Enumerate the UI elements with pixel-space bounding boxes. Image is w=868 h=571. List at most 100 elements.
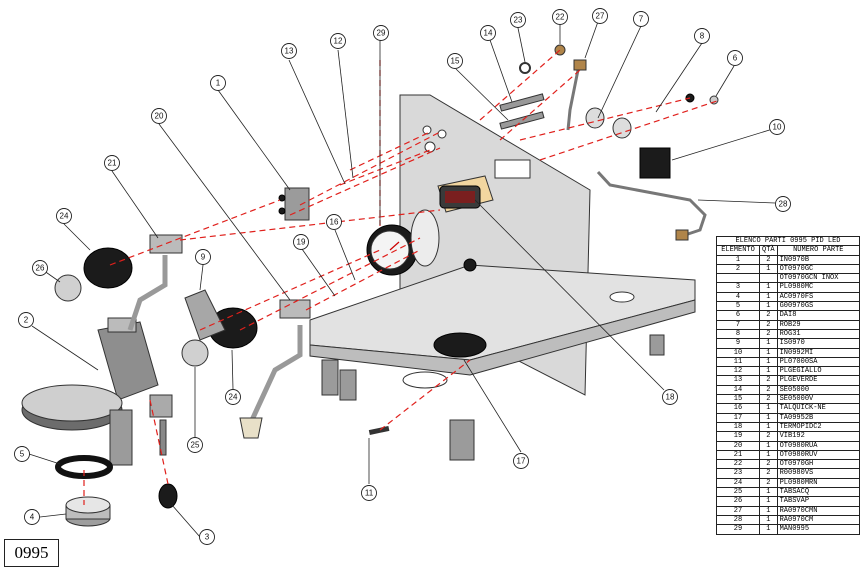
svg-text:27: 27 xyxy=(596,12,605,21)
row-qty: 1 xyxy=(759,301,778,312)
column-header-qty: QTÀ xyxy=(759,245,778,256)
svg-text:12: 12 xyxy=(334,37,343,46)
parts-table-title: ELENCO PARTI 0995 PID LED xyxy=(716,235,860,247)
row-element: 15 xyxy=(716,394,760,405)
row-element: 21 xyxy=(716,449,760,461)
callout-26: 26 xyxy=(32,260,48,276)
row-part-number: SE05000 xyxy=(776,384,861,396)
row-element: 4 xyxy=(716,291,760,303)
callout-9: 9 xyxy=(195,249,211,265)
row-element: 3 xyxy=(716,282,760,293)
row-element: 5 xyxy=(716,301,760,312)
row-element: 24 xyxy=(716,477,760,489)
model-code-label: 0995 xyxy=(4,539,59,567)
row-part-number: G00970GS xyxy=(776,301,861,312)
row-qty: 2 xyxy=(759,319,778,330)
row-part-number: IN0992MI xyxy=(776,347,861,358)
row-qty: 1 xyxy=(759,291,778,303)
row-part-number: AC0970FS xyxy=(776,291,861,303)
row-qty: 2 xyxy=(759,394,778,405)
row-element: 2 xyxy=(716,263,760,275)
row-element xyxy=(716,273,760,284)
svg-text:22: 22 xyxy=(556,13,565,22)
svg-text:5: 5 xyxy=(20,450,25,459)
row-element: 14 xyxy=(716,384,760,396)
row-element: 28 xyxy=(716,514,760,526)
row-part-number: IS0970 xyxy=(776,338,861,349)
callout-21: 21 xyxy=(104,155,120,171)
svg-text:24: 24 xyxy=(229,393,238,402)
svg-text:11: 11 xyxy=(365,489,374,498)
row-part-number: MAN0995 xyxy=(776,524,861,535)
row-element: 1 xyxy=(716,254,760,265)
svg-text:18: 18 xyxy=(666,393,675,402)
row-part-number: TABSVAP xyxy=(776,496,861,507)
row-part-number: PLGEGIALLO xyxy=(776,366,861,377)
svg-text:2: 2 xyxy=(24,316,29,325)
row-qty: 1 xyxy=(759,505,778,516)
row-qty: 1 xyxy=(759,412,778,423)
row-qty: 2 xyxy=(759,310,778,321)
row-qty: 2 xyxy=(759,384,778,396)
row-part-number: PLGEVERDE xyxy=(776,375,861,386)
row-element: 23 xyxy=(716,468,760,479)
svg-text:15: 15 xyxy=(451,57,460,66)
row-qty: 1 xyxy=(759,496,778,507)
row-part-number: OT0970GH xyxy=(776,459,861,470)
row-qty: 1 xyxy=(759,524,778,535)
row-qty: 1 xyxy=(759,403,778,414)
pid-controller xyxy=(437,175,494,213)
callout-13: 13 xyxy=(281,43,297,59)
callout-22: 22 xyxy=(552,9,568,25)
row-part-number: ROG31 xyxy=(776,328,861,340)
callout-6: 6 xyxy=(727,50,743,66)
callout-10: 10 xyxy=(769,119,785,135)
svg-text:28: 28 xyxy=(779,200,788,209)
table-row: OT0970GCN INOX xyxy=(716,273,861,284)
row-qty: 2 xyxy=(759,431,778,442)
svg-text:10: 10 xyxy=(773,123,782,132)
svg-text:13: 13 xyxy=(285,47,294,56)
row-part-number: OT0970GCN INOX xyxy=(776,273,861,284)
svg-text:1: 1 xyxy=(216,79,221,88)
svg-text:26: 26 xyxy=(36,264,45,273)
row-part-number: IN0970B xyxy=(776,254,861,265)
row-qty xyxy=(759,273,778,284)
callout-11: 11 xyxy=(361,485,377,501)
callout-14: 14 xyxy=(480,25,496,41)
callout-23: 23 xyxy=(510,12,526,28)
svg-text:4: 4 xyxy=(30,513,35,522)
row-qty: 2 xyxy=(759,254,778,265)
row-element: 16 xyxy=(716,403,760,414)
row-part-number: OT0980RUA xyxy=(776,440,861,451)
row-element: 27 xyxy=(716,505,760,516)
row-part-number: OT0970GC xyxy=(776,263,861,275)
svg-text:6: 6 xyxy=(733,54,738,63)
callout-19: 19 xyxy=(293,234,309,250)
svg-text:24: 24 xyxy=(60,212,69,221)
callout-17: 17 xyxy=(513,453,529,469)
callout-25: 25 xyxy=(187,437,203,453)
svg-text:20: 20 xyxy=(155,112,164,121)
row-qty: 1 xyxy=(759,282,778,293)
callout-28: 28 xyxy=(775,196,791,212)
row-qty: 1 xyxy=(759,366,778,377)
switch-block xyxy=(278,187,310,221)
row-part-number: PL07000SA xyxy=(776,356,861,368)
